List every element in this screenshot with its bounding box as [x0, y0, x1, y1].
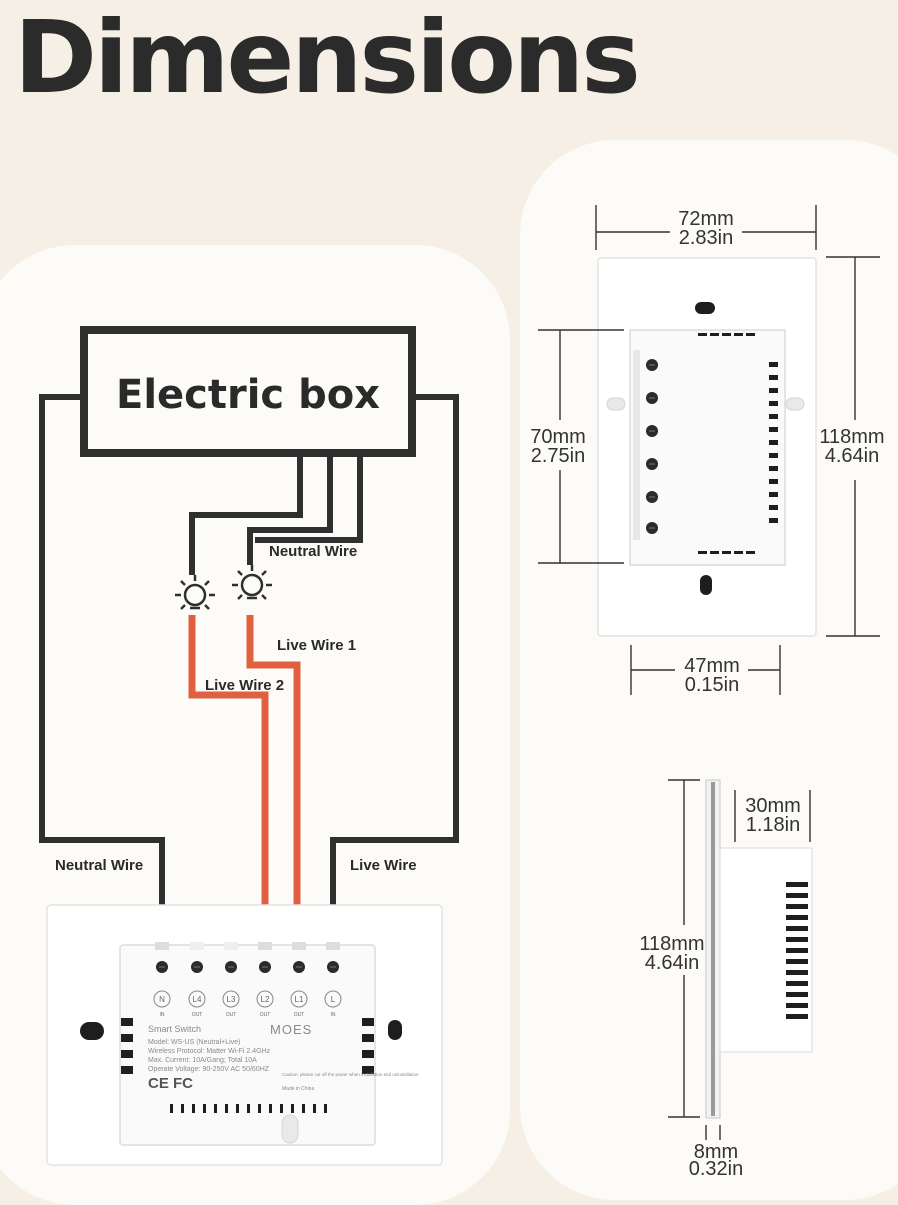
device-model: Model: WS-US (Neutral+Live): [148, 1039, 240, 1046]
terminal-sub: OUT: [260, 1012, 271, 1018]
terminal-sub: OUT: [294, 1012, 305, 1018]
caution-text: Caution: please cut off the power when i…: [282, 1072, 419, 1077]
terminal-ring: [153, 990, 171, 1008]
plate-mm: 8mm: [694, 1141, 738, 1163]
live-wire-2-label: Live Wire 2: [205, 677, 284, 694]
bulb-icon: [230, 563, 274, 601]
terminal-ring: [188, 990, 206, 1008]
terminal-ring: [256, 990, 274, 1008]
side-view: [705, 779, 813, 1119]
live-wire-1-label: Live Wire 1: [277, 637, 356, 654]
terminal-id: L4: [193, 995, 202, 1004]
brand-logo: MOES: [270, 1022, 312, 1037]
terminal-sub: OUT: [192, 1012, 203, 1018]
depth-mm: 30mm: [745, 795, 801, 817]
top-dimension-view: [597, 257, 817, 637]
height-mm: 118mm: [819, 426, 884, 448]
body-width-in: 0.15in: [685, 674, 740, 696]
depth-in: 1.18in: [746, 814, 801, 836]
bulb-icon: [173, 573, 217, 611]
wires: [39, 394, 459, 945]
terminal-sub: IN: [160, 1012, 165, 1018]
device-name: Smart Switch: [148, 1024, 201, 1034]
cert-marks: CE FC: [148, 1075, 193, 1092]
terminal-ring: [290, 990, 308, 1008]
terminal-id: L1: [295, 995, 304, 1004]
terminal-sub: OUT: [226, 1012, 237, 1018]
terminal-ring: [324, 990, 342, 1008]
side-dimension-lines: [668, 779, 811, 1140]
electric-box-label: Electric box: [116, 372, 380, 418]
height-in: 4.64in: [825, 445, 880, 467]
body-height-in: 2.75in: [531, 445, 586, 467]
body-width-mm: 47mm: [684, 655, 740, 677]
dimension-lines: [538, 205, 880, 695]
terminal-ring: [222, 990, 240, 1008]
live-wire-bottom-label: Live Wire: [350, 857, 417, 874]
terminal-id: L2: [261, 995, 270, 1004]
device-current: Max. Current: 10A/Gang; Total 10A: [148, 1057, 257, 1064]
body-height-mm: 70mm: [530, 426, 586, 448]
width-in: 2.83in: [679, 227, 734, 249]
device-protocol: Wireless Protocol: Matter Wi-Fi 2.4GHz: [148, 1048, 271, 1055]
page-title: Dimensions: [14, 0, 641, 116]
width-mm: 72mm: [678, 208, 734, 230]
neutral-wire-bottom-label: Neutral Wire: [55, 857, 143, 874]
neutral-wire-label: Neutral Wire: [269, 543, 357, 560]
device-voltage: Operate Voltage: 90-250V AC 50/60HZ: [148, 1066, 270, 1073]
side-height-in: 4.64in: [645, 952, 700, 974]
diagram-canvas: Electric box Neutral Wire Live Wire 1 Li…: [39, 205, 885, 1180]
terminal-id: L3: [227, 995, 236, 1004]
terminal-id: N: [159, 995, 165, 1004]
plate-in: 0.32in: [689, 1158, 744, 1180]
made-in-label: Made in China: [282, 1086, 314, 1092]
terminal-id: L: [331, 995, 336, 1004]
side-height-mm: 118mm: [639, 933, 704, 955]
electric-box: [80, 326, 416, 457]
terminal-sub: IN: [331, 1012, 336, 1018]
